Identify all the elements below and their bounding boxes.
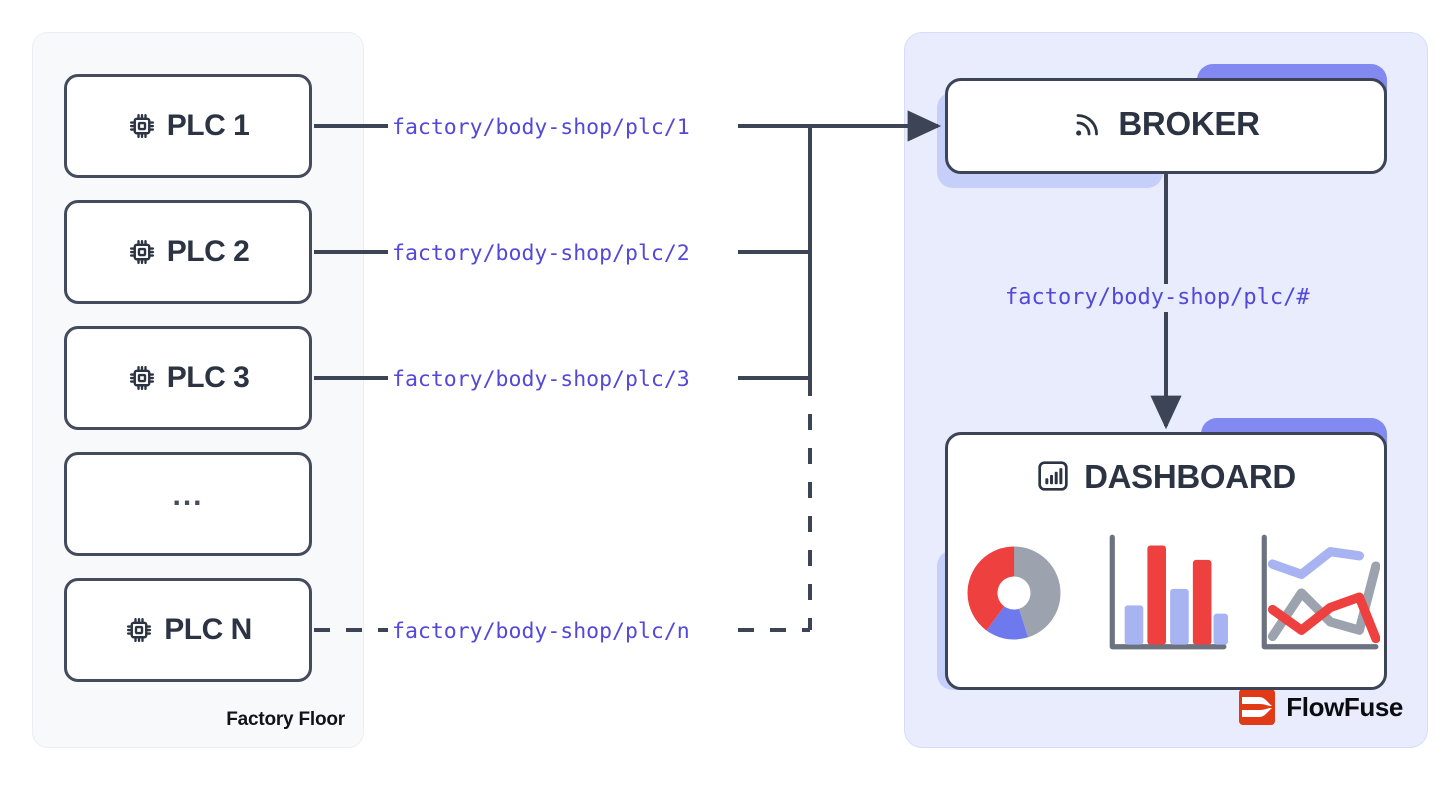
plc-card-n[interactable]: PLC N [64,578,312,682]
dashboard-label: DASHBOARD [1084,457,1296,495]
dashboard-card[interactable]: DASHBOARD [937,418,1387,690]
cpu-chip-icon [124,615,154,645]
topic-label-plc2: factory/body-shop/plc/2 [392,241,690,266]
flowfuse-logo-icon [1239,689,1276,725]
plc-card-label: PLC 3 [166,361,250,394]
broker-card[interactable]: BROKER [937,64,1387,188]
topic-label-plcn: factory/body-shop/plc/n [392,619,690,644]
broker-label: BROKER [1118,105,1260,142]
cpu-chip-icon [127,363,157,393]
mini-bar-chart [1104,531,1228,660]
plc-card-label: PLC 1 [166,109,250,142]
signal-rss-icon [1072,108,1104,140]
topic-label-subscribe: factory/body-shop/plc/# [999,284,1316,312]
bar-chart-square-icon [1036,459,1070,493]
cpu-chip-icon [127,111,157,141]
topic-label-plc3: factory/body-shop/plc/3 [392,367,690,392]
cpu-chip-icon [127,237,157,267]
plc-card-ellipsis: ... [64,452,312,556]
dashboard-mini-charts [948,531,1384,671]
plc-card-1[interactable]: PLC 1 [64,74,312,178]
plc-card-label: PLC 2 [166,235,250,268]
ellipsis-label: ... [172,479,204,512]
plc-card-label: PLC N [164,613,252,646]
plc-card-2[interactable]: PLC 2 [64,200,312,304]
broker-card-surface[interactable]: BROKER [945,78,1387,174]
flowfuse-wordmark: FlowFuse [1286,692,1403,722]
flowfuse-brand: FlowFuse [1239,689,1403,725]
dashboard-card-surface[interactable]: DASHBOARD [945,432,1387,690]
plc-card-3[interactable]: PLC 3 [64,326,312,430]
mini-donut-chart [952,531,1076,660]
factory-floor-label: Factory Floor [226,709,345,730]
mini-line-chart [1256,531,1381,660]
topic-label-plc1: factory/body-shop/plc/1 [392,115,690,140]
